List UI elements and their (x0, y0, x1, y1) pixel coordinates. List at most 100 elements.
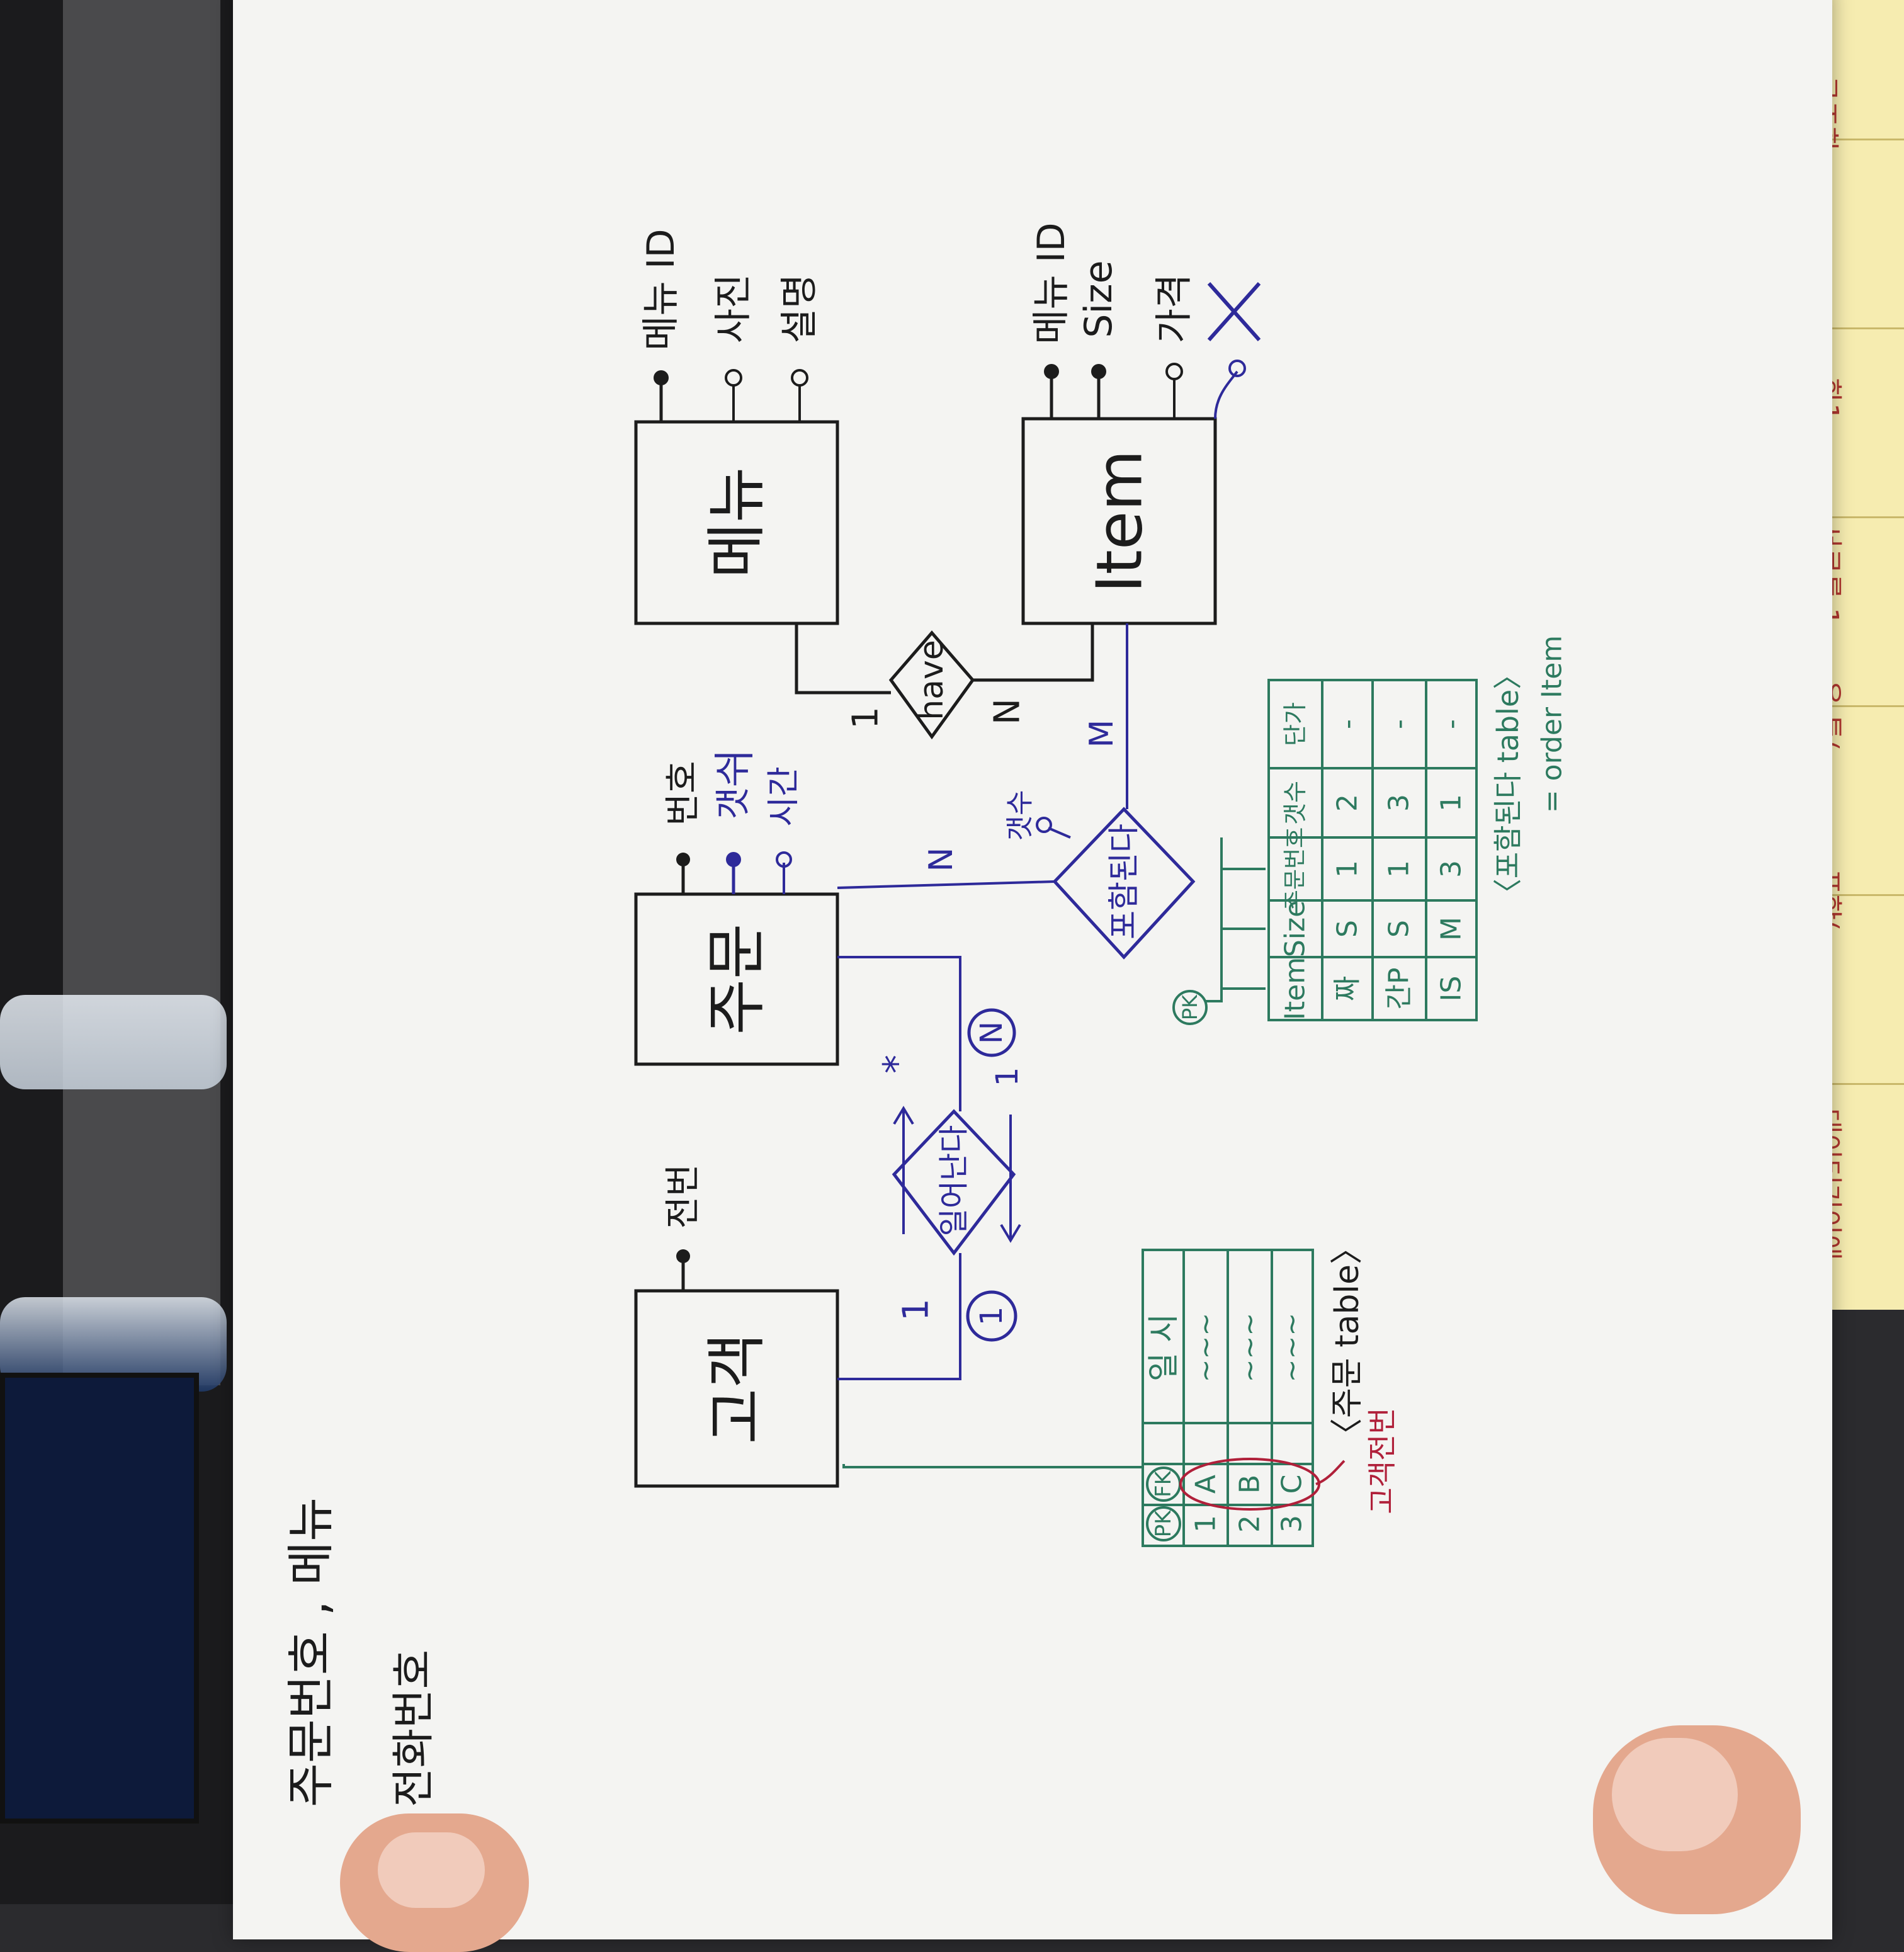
key-attribute-dot (1044, 364, 1059, 379)
contains-table-header: 단가 (1281, 702, 1309, 746)
cardinality-order-contains: N (922, 848, 960, 872)
sheet-drawing: 주문번호 , 메뉴 전화번호 고객 주문 메뉴 Item 전번 번호 갯수 시간… (233, 0, 1820, 1904)
legal-pad (1820, 0, 1904, 1310)
attribute-dot (1165, 363, 1183, 380)
thumbnail-right (1612, 1738, 1738, 1851)
cross-out-mark (1207, 282, 1261, 341)
attribute-contains-count: 갯수 (1004, 790, 1036, 841)
arrow-head (893, 1106, 914, 1125)
key-attribute-dot (654, 370, 669, 385)
pk-bracket (1206, 837, 1223, 1002)
contains-table-cell: 3 (1383, 794, 1415, 812)
attribute-stem (1048, 827, 1071, 839)
key-attribute-dot (1091, 364, 1106, 379)
attribute-item-size: Size (1077, 260, 1121, 338)
attribute-dot (1036, 817, 1052, 833)
background-pillar (63, 0, 220, 1385)
cardinality-menu-have: 1 (846, 706, 887, 729)
key-attribute-dot (676, 853, 690, 866)
attribute-order-time: 시간 (765, 766, 803, 827)
attribute-dot (726, 852, 741, 867)
circled-cardinality (966, 1290, 1017, 1342)
order-table-cell: ~~~ (1276, 1313, 1308, 1383)
entity-menu-box (634, 420, 839, 625)
order-table-cell: B (1234, 1475, 1266, 1494)
pad-rule (1820, 327, 1904, 329)
attribute-menu-desc: 설명 (778, 274, 822, 343)
contains-table-cell: - (1332, 719, 1364, 729)
order-table-header-pk: PK (1151, 1509, 1176, 1538)
relation-have-label: have (913, 640, 951, 720)
crossed-attribute-dot (1228, 360, 1246, 377)
contains-table-cell: 1 (1383, 860, 1415, 878)
connector-places-order (837, 956, 961, 1111)
contains-table-subcaption: = order Item (1536, 635, 1568, 813)
order-table-cell: 3 (1276, 1515, 1308, 1533)
contains-table-cell: 2 (1332, 794, 1364, 812)
fk-note-pointer (1315, 1460, 1346, 1485)
cardinality-customer-side: 1 (896, 1298, 937, 1321)
entity-item-box (1021, 417, 1217, 625)
attribute-menu-photo: 사진 (711, 274, 756, 343)
contains-table-cell: M (1436, 917, 1468, 941)
contains-table-cell: S (1332, 920, 1364, 938)
key-attribute-dot (676, 1249, 690, 1263)
contains-table-caption: 〈포함된다 table〉 (1491, 661, 1525, 907)
contains-table-pk-label: PK (1178, 994, 1202, 1020)
connector-menu-have (795, 623, 891, 695)
cardinality-order-side: N (974, 1021, 1009, 1044)
cardinality-item-have: N (987, 698, 1028, 725)
contains-table-cell: IS (1436, 976, 1468, 1002)
attribute-customer-phone: 전번 (663, 1164, 704, 1229)
attribute-dot (791, 369, 808, 387)
paper-surface (233, 0, 1820, 1904)
contains-table-cell: S (1383, 920, 1415, 938)
order-table-cell: 1 (1190, 1515, 1222, 1533)
relation-contains-label: 포함된다 (1106, 824, 1142, 939)
entity-order-box (634, 892, 839, 1066)
order-table-fk-note: 고객전번 (1365, 1407, 1399, 1514)
relation-places-label: 일어난다 (936, 1125, 972, 1237)
attribute-dot (725, 369, 742, 387)
contains-table: PK Item Size 주문번호 갯수 단가 짜 S 1 2 - 간P S 1… (1172, 635, 1568, 1025)
attribute-order-count-struck: 갯수 (713, 754, 754, 819)
relation-places-diamond (892, 1109, 1016, 1256)
order-table-header-fk: FK (1151, 1470, 1176, 1497)
note-phone: 전화번호 (389, 1650, 439, 1807)
order-table: PK FK 일 시 1 A ~~~ 2 B ~~~ 3 C ~~~ 고객전번 〈… (842, 1232, 1399, 1547)
pad-rule (1820, 139, 1904, 140)
order-table-caption: 〈주문 table〉 (1329, 1232, 1366, 1451)
contains-table-header: Size (1279, 900, 1312, 957)
contains-table-cell: 1 (1332, 860, 1364, 878)
relation-have-diamond (888, 630, 975, 740)
contains-table-cell: 짜 (1332, 976, 1364, 1001)
attribute-menu-id: 메뉴 ID (639, 229, 683, 350)
order-table-cell: C (1276, 1475, 1308, 1494)
attribute-dot (776, 851, 792, 868)
circled-cardinality (967, 1008, 1016, 1057)
cardinality-order-one: 1 (990, 1067, 1025, 1087)
entity-order-label: 주문 (701, 924, 772, 1035)
entity-customer-label: 고객 (701, 1333, 772, 1444)
pad-rule (1820, 1083, 1904, 1085)
pad-rule (1820, 516, 1904, 518)
connector-have-item (973, 623, 1094, 682)
order-table-cell: ~~~ (1190, 1313, 1222, 1383)
cardinality-order-star: * (875, 1055, 919, 1074)
contains-table-cell: 간P (1383, 967, 1415, 1009)
relation-contains-diamond (1052, 807, 1196, 960)
contains-table-cell: - (1383, 719, 1415, 729)
water-bottle (0, 995, 227, 1089)
order-table-header-datetime: 일 시 (1145, 1314, 1182, 1382)
contains-table-header: Item (1279, 957, 1312, 1020)
entity-customer-box (634, 1289, 839, 1488)
contains-table-cell: - (1436, 719, 1468, 729)
order-table-cell: A (1190, 1475, 1222, 1494)
attribute-item-price: 가격 (1152, 274, 1196, 343)
contains-table-header: 주문번호 (1283, 827, 1308, 911)
cardinality-item-contains: M (1083, 720, 1121, 748)
pad-rule (1820, 705, 1904, 707)
contains-table-cell: 3 (1436, 860, 1468, 878)
attribute-order-number: 번호 (663, 761, 704, 826)
connector-order-contains (837, 880, 1055, 889)
